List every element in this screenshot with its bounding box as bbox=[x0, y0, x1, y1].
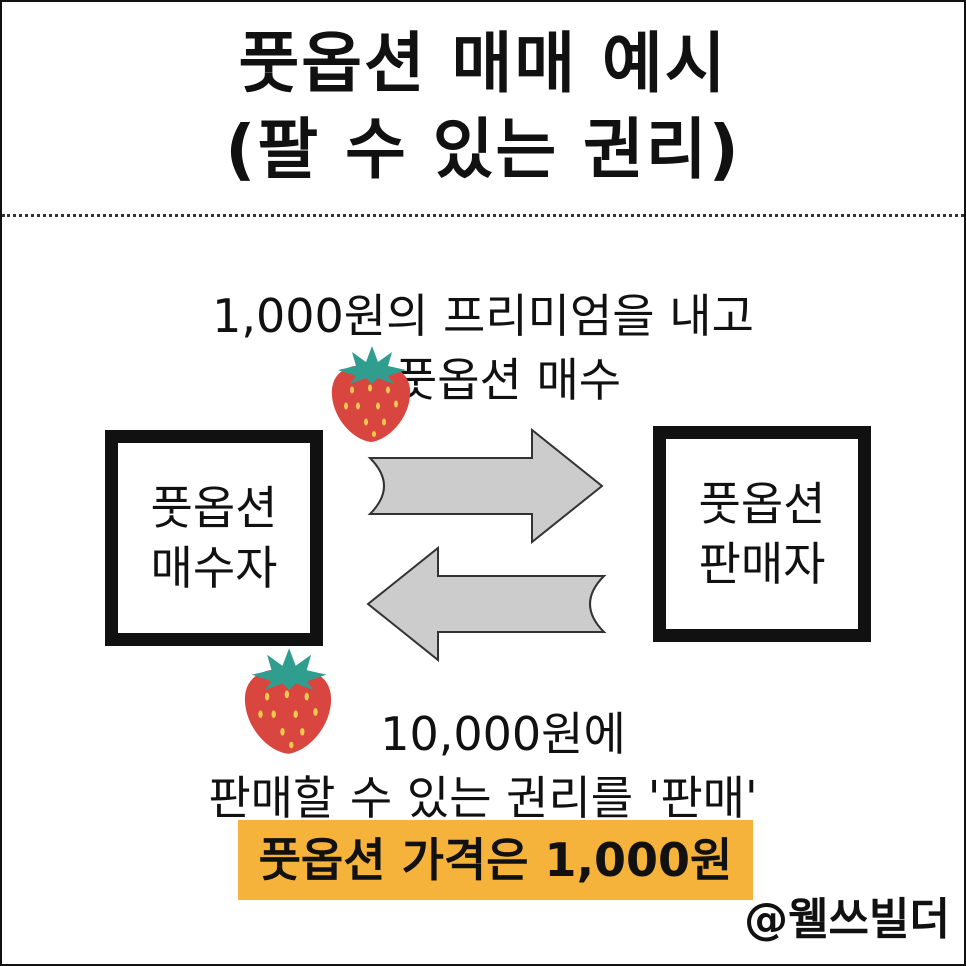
price-highlight bbox=[238, 820, 753, 900]
put-seller-box: 풋옵션 판매자 bbox=[653, 426, 871, 642]
arrow-left-icon bbox=[366, 545, 607, 663]
title-line-1: 풋옵션 매매 예시 bbox=[238, 25, 728, 102]
seller-label-line-1: 풋옵션 bbox=[698, 477, 826, 531]
strike-caption-line-2: 판매할 수 있는 권리를 '판매' bbox=[208, 771, 758, 825]
seller-label-line-2: 판매자 bbox=[698, 537, 826, 591]
strawberry-icon bbox=[331, 346, 411, 442]
premium-caption-line-2: 풋옵션 매수 bbox=[394, 353, 622, 407]
put-price-note: 풋옵션 가격은 1,000원 bbox=[258, 833, 733, 887]
put-buyer-box: 풋옵션 매수자 bbox=[105, 430, 323, 646]
buyer-label-line-2: 매수자 bbox=[150, 541, 278, 595]
buyer-label-line-1: 풋옵션 bbox=[150, 481, 278, 535]
title-line-2: (팔 수 있는 권리) bbox=[225, 111, 741, 188]
author-credit: @웰쓰빌더 bbox=[744, 894, 950, 945]
dotted-divider bbox=[2, 214, 964, 217]
premium-caption-line-1: 1,000원의 프리미엄을 내고 bbox=[212, 289, 754, 343]
strike-caption-line-1: 10,000원에 bbox=[380, 707, 626, 761]
arrow-right-icon bbox=[367, 427, 604, 545]
strawberry-icon bbox=[244, 648, 332, 754]
